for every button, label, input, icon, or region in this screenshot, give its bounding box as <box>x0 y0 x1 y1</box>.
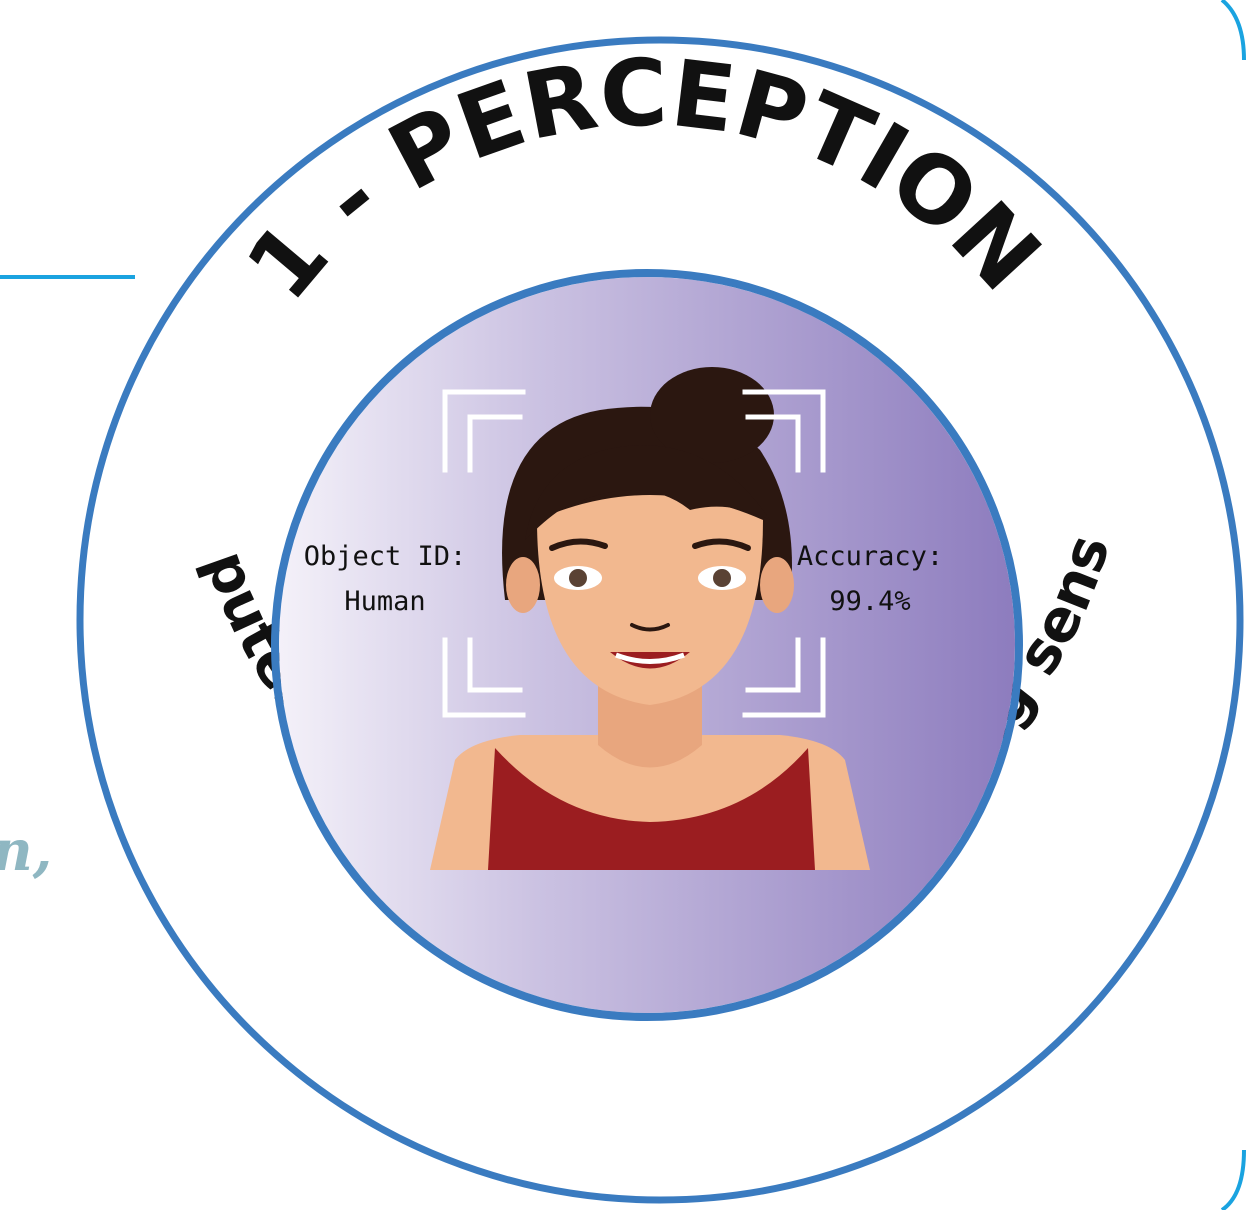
accuracy-label: Accuracy: <box>797 541 943 572</box>
accuracy-value: 99.4% <box>829 586 910 617</box>
object-id-label: Object ID: <box>304 541 467 572</box>
focus-frame-icon <box>442 389 826 718</box>
right-frame-bottom <box>1220 1149 1246 1210</box>
side-text-fragment: n, <box>0 818 52 884</box>
person-icon <box>430 367 870 870</box>
right-frame-top <box>1220 0 1246 61</box>
inner-ring <box>271 269 1023 1021</box>
object-id-value: Human <box>344 586 425 617</box>
